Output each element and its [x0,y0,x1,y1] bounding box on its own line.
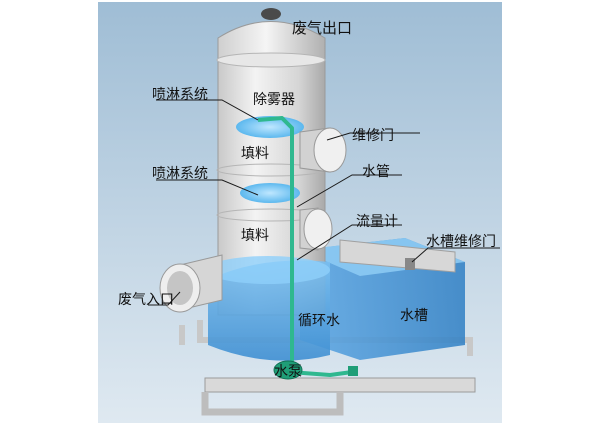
leader-lines [148,99,500,306]
maintenance-door-lower [299,207,333,251]
label-flow-meter: 流量计 [356,214,398,230]
label-packing-upper: 填料 [241,146,269,162]
label-exhaust-inlet: 废气入口 [118,292,174,308]
base-frame [179,320,476,416]
spray-disc-lower [240,183,300,203]
label-water-tank: 水槽 [400,308,428,324]
label-spray-system-upper: 喷淋系统 [152,87,208,103]
label-exhaust-outlet: 废气出口 [292,19,352,37]
label-water-pump: 水泵 [274,364,302,380]
water-tank [300,238,465,360]
label-tank-maintenance-door: 水槽维修门 [426,234,496,250]
exhaust-inlet-duct [159,254,223,313]
label-demister: 除雾器 [253,92,295,108]
label-packing-lower: 填料 [241,228,269,244]
label-circulating-water: 循环水 [298,313,340,329]
label-water-pipe: 水管 [362,164,390,180]
label-spray-system-lower: 喷淋系统 [152,166,208,182]
water-pump [273,360,358,380]
maintenance-door-upper [299,127,347,173]
circulating-water-volume [206,256,330,361]
label-maintenance-door: 维修门 [352,128,394,144]
